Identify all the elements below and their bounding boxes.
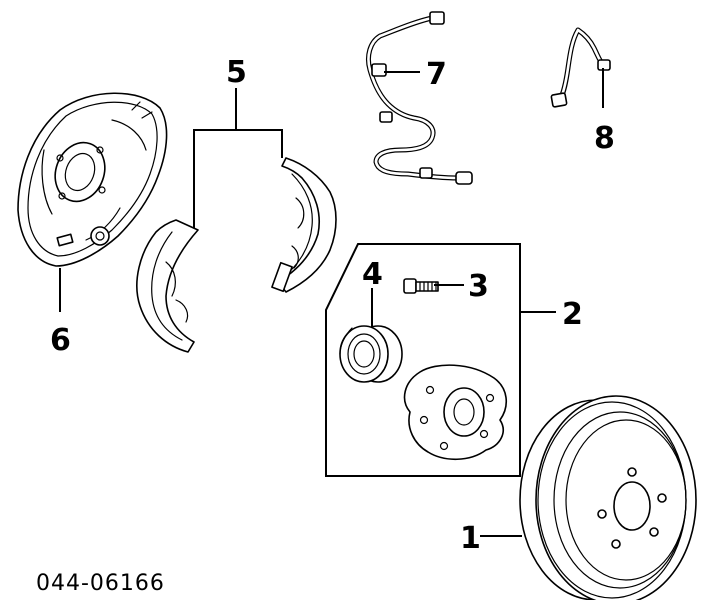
brake-hose-part [550, 27, 611, 108]
leader-lines [59, 68, 604, 537]
callout-1: 1 [460, 521, 481, 556]
diagram-code: 044-06166 [36, 571, 165, 596]
brake-drum-part [519, 395, 697, 600]
abs-sensor-wire-part [365, 11, 473, 185]
callout-3: 3 [468, 269, 489, 304]
hub-bolt-part [403, 278, 439, 294]
hub-assembly-group-frame [325, 243, 521, 477]
callout-5: 5 [226, 55, 247, 90]
callout-2: 2 [562, 297, 583, 332]
callout-8: 8 [594, 121, 615, 156]
callout-7: 7 [426, 57, 447, 92]
hub-flange-part [403, 364, 507, 461]
backing-plate-part [17, 92, 168, 267]
callout-4: 4 [362, 257, 383, 292]
wheel-bearing-part [339, 325, 403, 383]
brake-shoes-part [136, 157, 337, 353]
callout-6: 6 [50, 323, 71, 358]
